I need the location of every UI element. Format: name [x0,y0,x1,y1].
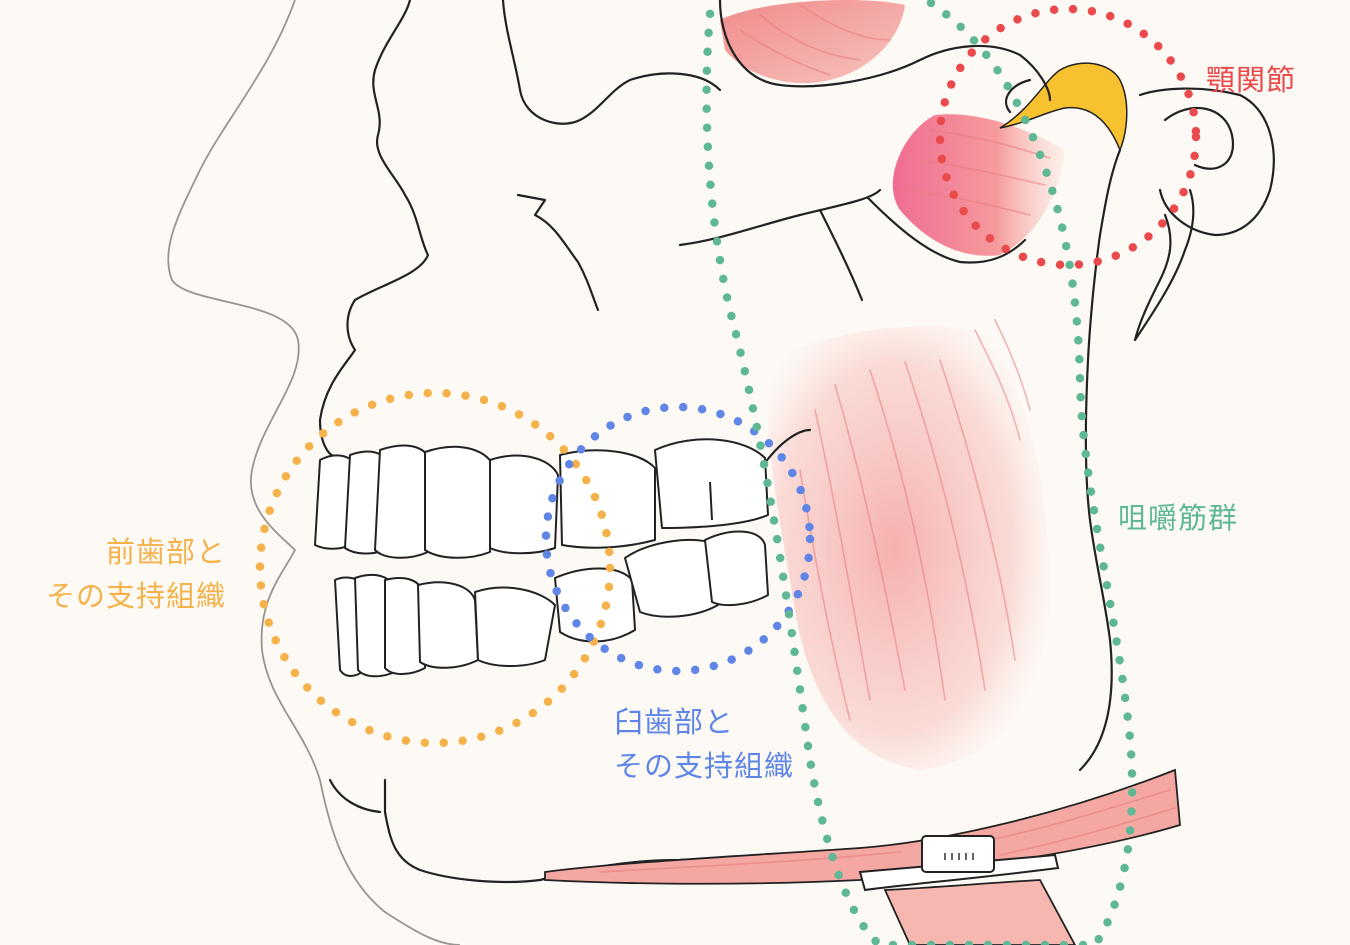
masseter-muscle [767,326,1050,770]
hyoid-tendon [921,835,995,873]
lateral-pterygoid-muscle [892,114,1065,256]
tmj-label: 顎関節 [1206,58,1296,102]
digastric-muscle [544,768,1181,885]
masseter-fibers [799,319,1031,721]
molar-teeth-label-line2: その支持組織 [614,749,795,783]
anterior-teeth-label-line1: 前歯部と [105,535,226,569]
anterior-teeth-label-line2: その支持組織 [45,579,226,613]
molar-teeth-label-line1: 臼歯部と [614,705,735,739]
molar-region-circle [541,402,815,676]
articular-disc [999,62,1128,153]
masticatory-muscles-label-text: 咀嚼筋群 [1118,501,1239,535]
tmj-region-circle [935,4,1201,270]
masticatory-muscles-label: 咀嚼筋群 [1118,496,1238,540]
face-profile [167,0,461,945]
infrahyoid-muscle [883,879,1077,945]
anterior-region-circle [255,388,615,748]
masticatory-region-ellipse [702,0,1137,945]
tmj-label-text: 顎関節 [1206,63,1297,97]
upper-teeth [314,438,769,559]
lower-teeth [334,530,769,678]
anterior-teeth-label: 前歯部と その支持組織 [14,530,226,618]
molar-teeth-label: 臼歯部と その支持組織 [614,700,794,788]
